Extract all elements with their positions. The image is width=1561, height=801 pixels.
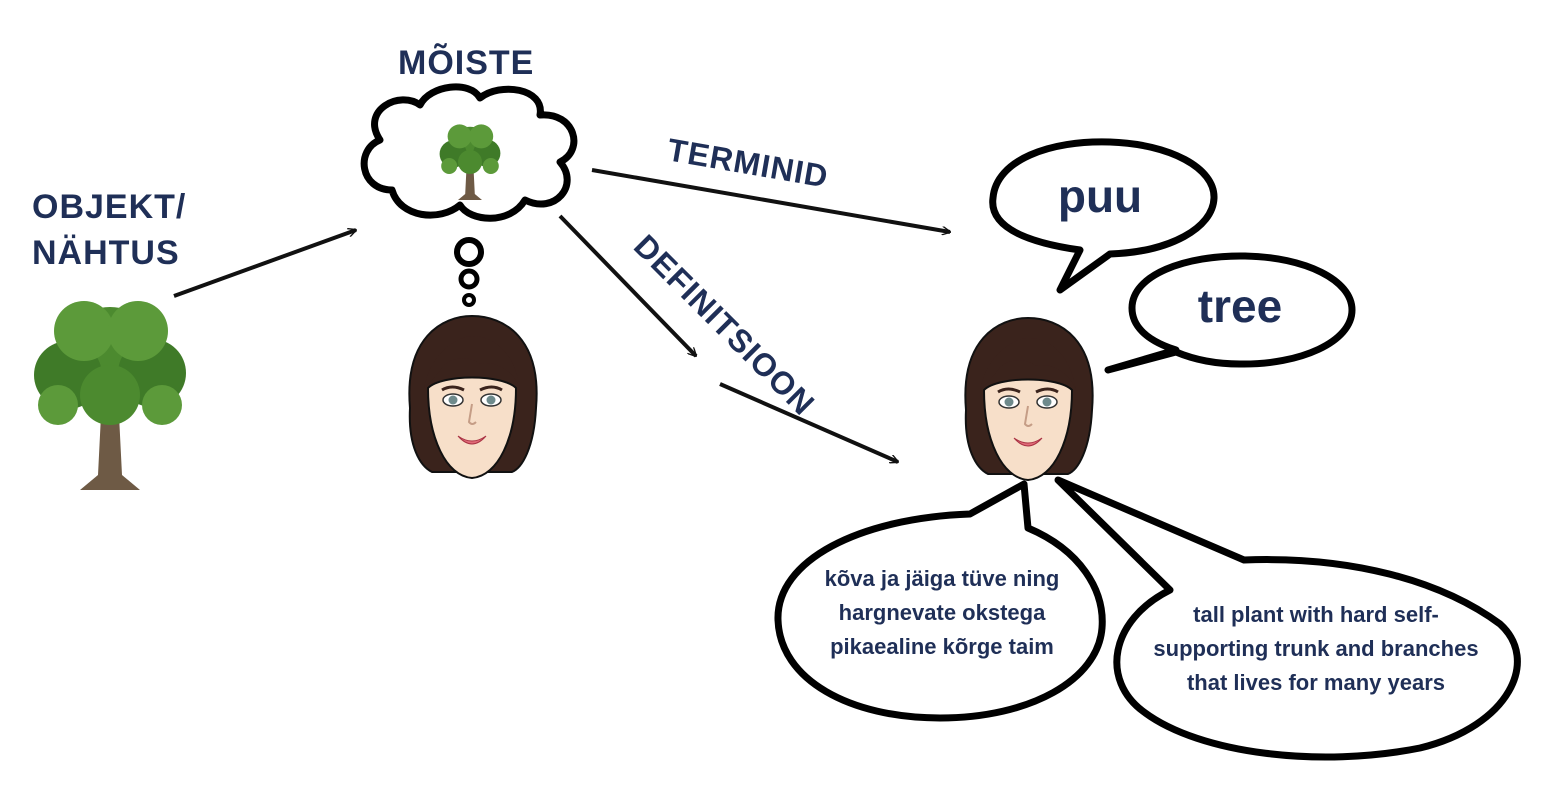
arrow-concept-to-definition-part1: [558, 214, 696, 356]
definition-bubble-estonian: [774, 480, 1106, 722]
speech-bubble-tree: [1104, 252, 1356, 374]
object-label-line1: OBJEKT/: [32, 188, 186, 226]
definition-english-line3: that lives for many years: [1187, 670, 1445, 695]
object-label-line2: NÄHTUS: [32, 234, 180, 272]
definition-label: DEFINITSIOON: [627, 227, 822, 422]
definition-english-line2: supporting trunk and branches: [1153, 636, 1478, 661]
arrow-concept-to-definition-part2: [719, 382, 898, 464]
concept-label: MÕISTE: [398, 44, 534, 82]
term-estonian: puu: [1058, 170, 1142, 222]
speaking-woman-face: [963, 316, 1095, 482]
arrow-object-to-concept: [173, 230, 356, 298]
definition-bubble-english: [1054, 476, 1521, 761]
definition-estonian-line1: kõva ja jäiga tüve ning: [825, 566, 1060, 591]
speech-bubble-puu: [989, 138, 1218, 294]
arrow-concept-to-terms: [591, 168, 950, 232]
definition-estonian-line3: pikaealine kõrge taim: [830, 634, 1054, 659]
definition-estonian-line2: hargnevate okstega: [839, 600, 1046, 625]
tree-image: [34, 301, 186, 490]
term-english: tree: [1198, 280, 1282, 332]
thinking-woman-face: [407, 314, 539, 480]
definition-english-line1: tall plant with hard self-: [1193, 602, 1439, 627]
